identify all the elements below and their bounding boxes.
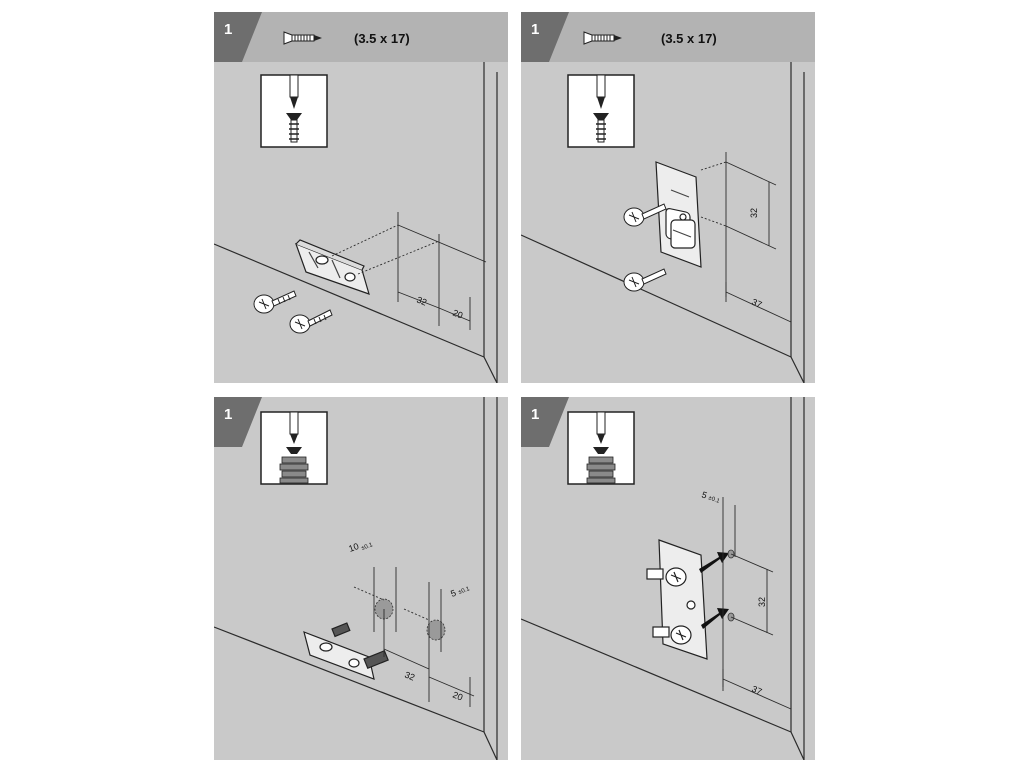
screw-size-label: (3.5 x 17): [354, 31, 410, 46]
step-number: 1: [224, 21, 232, 38]
wood-screw-1: [253, 290, 297, 314]
panel-header: [214, 12, 508, 62]
step-panel-bottom-left: 1: [214, 397, 508, 760]
dimension-label: 20: [451, 308, 464, 321]
cabinet-side-panel: [521, 62, 805, 383]
drill-hole-2: [426, 619, 446, 641]
screwdriver-screw-icon: [260, 74, 328, 148]
insertion-arrow-icon: [699, 552, 729, 629]
panel-illustration: 1: [521, 397, 805, 760]
screwdriver-dowel-icon: [260, 411, 328, 485]
mounting-plate: [294, 239, 370, 295]
tolerance-label: ±0.1: [458, 586, 472, 596]
mounting-plate: [646, 539, 708, 660]
step-badge: [214, 12, 262, 62]
mounting-plate: [303, 622, 389, 680]
screw-size-label: (3.5 x 17): [661, 31, 717, 46]
step-badge: [521, 12, 569, 62]
dimension-lines: [331, 212, 487, 330]
dimension-label: 37: [750, 297, 763, 310]
step-number: 1: [531, 406, 539, 423]
cabinet-side-panel: [214, 62, 498, 383]
step-panel-top-left: 1 (3.5 x 17): [214, 12, 508, 383]
wood-screw-icon: [583, 31, 622, 45]
step-badge: [521, 397, 569, 447]
panel-header: [521, 12, 815, 62]
dimension-lines: [353, 567, 475, 707]
dimension-label: 10: [347, 541, 360, 554]
step-panel-bottom-right: 1: [521, 397, 815, 760]
dimension-label: 32: [749, 208, 759, 218]
wood-screw-2: [289, 309, 333, 334]
wood-screw-icon: [283, 31, 322, 45]
panel-illustration: 1 (3.5 x 17): [214, 12, 508, 383]
cabinet-side-panel: [521, 397, 805, 760]
dimension-label: 20: [451, 690, 464, 703]
panel-illustration: 1: [214, 397, 498, 760]
dimension-label: 32: [757, 597, 767, 607]
tolerance-label: ±0.1: [361, 542, 375, 552]
panel-illustration: 1 (3.5 x 17): [521, 12, 815, 383]
dimension-label: 37: [750, 684, 763, 697]
cabinet-side-panel: [214, 397, 498, 760]
screwdriver-dowel-icon: [567, 411, 635, 485]
mounting-plate: [655, 161, 702, 268]
dimension-lines: [722, 497, 792, 710]
dimension-label: 5: [700, 489, 708, 500]
dimension-label: 32: [403, 670, 416, 683]
step-number: 1: [224, 406, 232, 423]
screwdriver-screw-icon: [567, 74, 635, 148]
wood-screw-2: [623, 268, 667, 292]
step-badge: [214, 397, 262, 447]
dimension-label: 32: [415, 295, 428, 308]
dimension-label: 5: [449, 588, 457, 599]
step-panel-top-right: 1 (3.5 x 17): [521, 12, 815, 383]
step-number: 1: [531, 21, 539, 38]
wood-screw-1: [623, 203, 667, 227]
dimension-lines: [700, 152, 792, 323]
tolerance-label: ±0.1: [707, 495, 721, 505]
